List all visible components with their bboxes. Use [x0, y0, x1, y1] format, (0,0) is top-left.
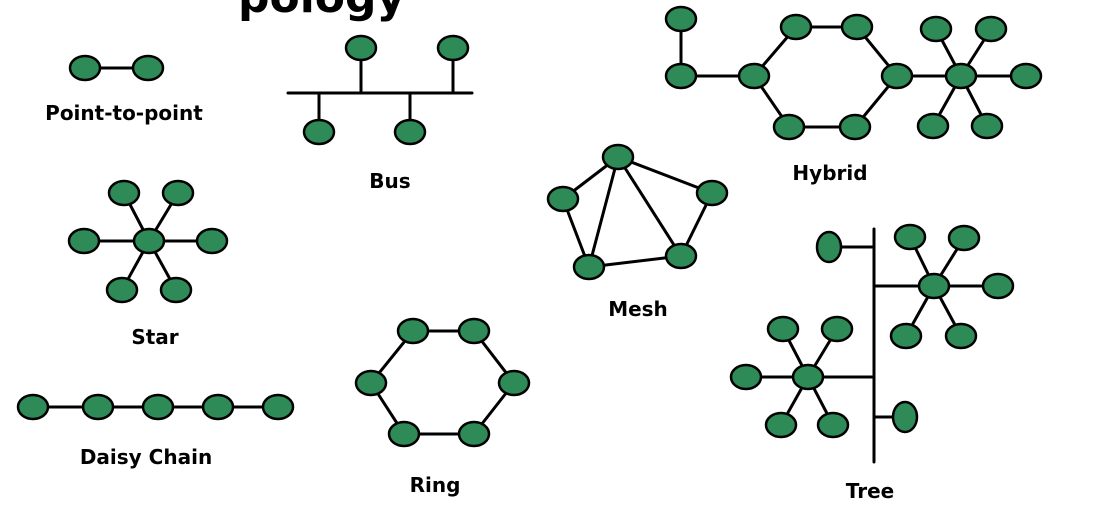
tree-node	[944, 322, 978, 350]
tree-node	[891, 400, 919, 434]
daisy-node	[201, 393, 235, 421]
star-node	[132, 227, 166, 255]
bus-topology: Bus	[286, 34, 474, 193]
point-to-point-topology: Point-to-point	[45, 54, 203, 125]
ring-node	[396, 317, 430, 345]
daisy-node	[141, 393, 175, 421]
daisy-node	[81, 393, 115, 421]
hybrid-node	[916, 112, 950, 140]
mesh-node	[695, 179, 729, 207]
p2p-node	[131, 54, 165, 82]
bus-node	[344, 34, 378, 62]
mesh-link	[616, 155, 714, 195]
tree-topology: Tree	[729, 223, 1015, 503]
hybrid-topology: Hybrid	[664, 5, 1043, 185]
hybrid-node	[737, 62, 771, 90]
daisy-node	[261, 393, 295, 421]
mesh-node	[572, 253, 606, 281]
point-to-point-label: Point-to-point	[45, 101, 203, 125]
hybrid-node	[970, 112, 1004, 140]
hybrid-node	[944, 62, 978, 90]
hybrid-node	[664, 62, 698, 90]
tree-node	[766, 315, 800, 343]
star-node	[159, 276, 193, 304]
star-node	[105, 276, 139, 304]
tree-node	[729, 363, 763, 391]
hybrid-node	[664, 5, 698, 33]
daisy-chain-label: Daisy Chain	[80, 445, 212, 469]
star-topology: Star	[67, 179, 229, 349]
ring-label: Ring	[410, 473, 461, 497]
star-node	[67, 227, 101, 255]
ring-node	[497, 369, 531, 397]
tree-node	[764, 411, 798, 439]
ring-topology: Ring	[354, 317, 531, 497]
ring-node	[387, 420, 421, 448]
p2p-node	[68, 54, 102, 82]
star-label: Star	[131, 325, 178, 349]
ring-node	[354, 369, 388, 397]
hybrid-node	[1009, 62, 1043, 90]
bus-node	[436, 34, 470, 62]
hybrid-label: Hybrid	[792, 161, 867, 185]
hybrid-node	[772, 113, 806, 141]
daisy-node	[16, 393, 50, 421]
mesh-link	[587, 155, 620, 269]
tree-node	[981, 272, 1015, 300]
mesh-topology: Mesh	[546, 143, 729, 321]
tree-node	[816, 411, 850, 439]
tree-node	[815, 230, 843, 264]
tree-node	[893, 223, 927, 251]
hybrid-node	[838, 113, 872, 141]
tree-node	[947, 224, 981, 252]
mesh-node	[664, 242, 698, 270]
tree-node	[889, 322, 923, 350]
ring-node	[457, 420, 491, 448]
bus-node	[302, 118, 336, 146]
bus-label: Bus	[369, 169, 410, 193]
page-title-fragment: pology	[238, 0, 405, 23]
mesh-label: Mesh	[608, 297, 668, 321]
mesh-node	[601, 143, 635, 171]
star-node	[161, 179, 195, 207]
tree-label: Tree	[846, 479, 894, 503]
tree-node	[917, 272, 951, 300]
star-node	[195, 227, 229, 255]
tree-node	[791, 363, 825, 391]
hybrid-node	[840, 13, 874, 41]
hybrid-node	[880, 62, 914, 90]
hybrid-node	[919, 15, 953, 43]
tree-node	[820, 315, 854, 343]
mesh-link	[616, 155, 683, 258]
mesh-node	[546, 185, 580, 213]
hybrid-node	[974, 15, 1008, 43]
star-node	[107, 179, 141, 207]
daisy-chain-topology: Daisy Chain	[16, 393, 295, 469]
ring-node	[457, 317, 491, 345]
bus-node	[393, 118, 427, 146]
hybrid-node	[779, 13, 813, 41]
